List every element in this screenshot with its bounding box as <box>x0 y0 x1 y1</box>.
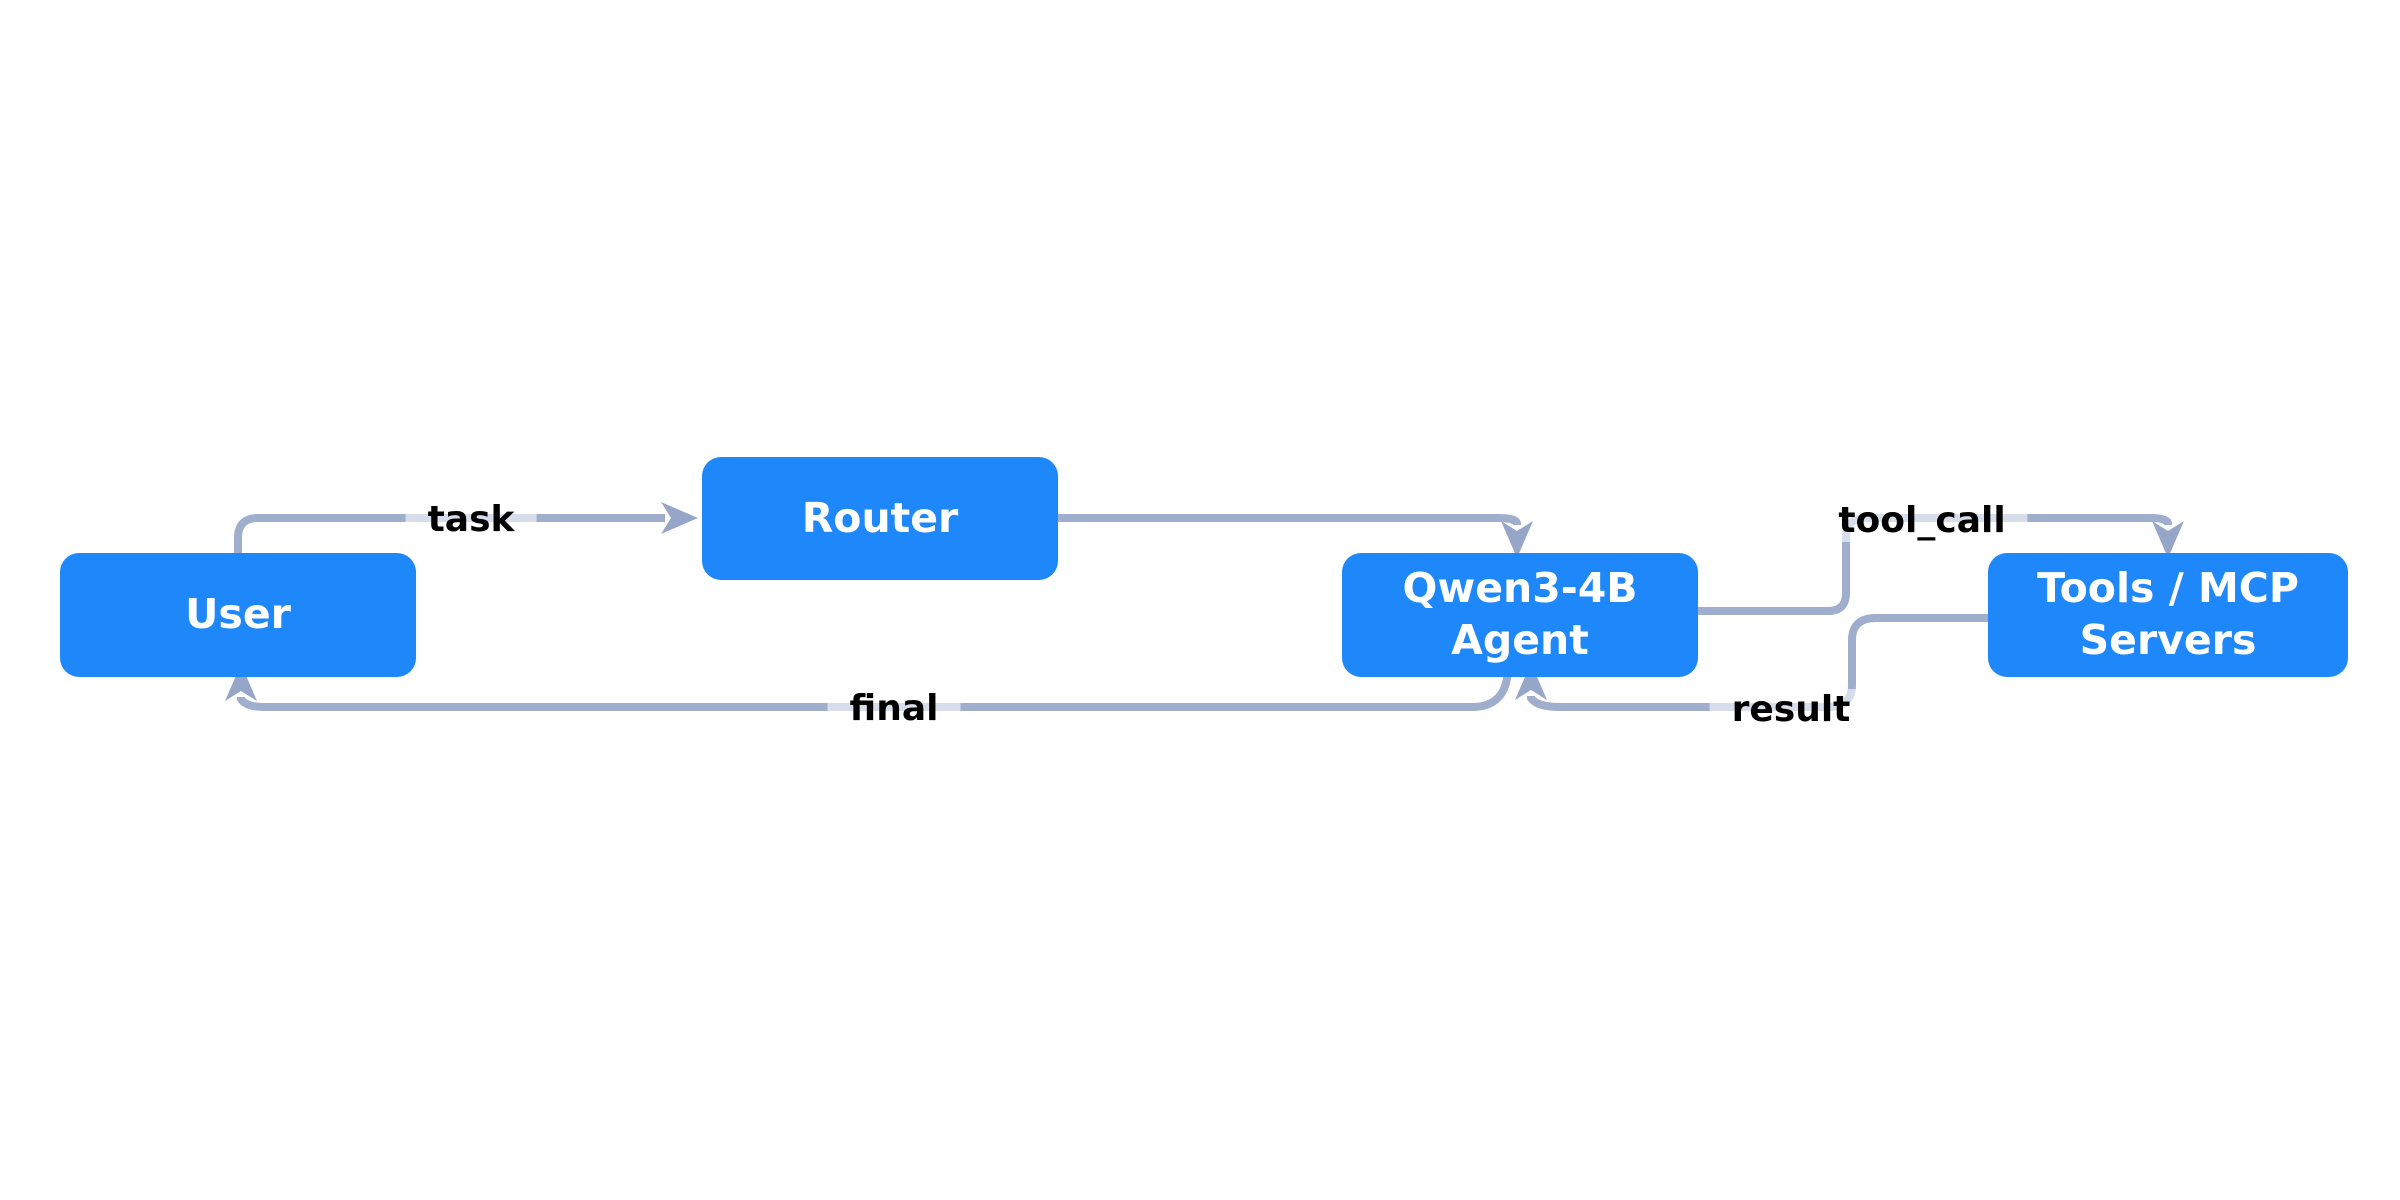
node-user-label: User <box>185 590 291 639</box>
node-agent-label-line1: Qwen3-4B <box>1402 564 1638 613</box>
edge-label-result: result <box>1709 689 1873 731</box>
node-tools-label-line2: Servers <box>2079 616 2257 664</box>
edge-task <box>234 502 698 558</box>
node-user: User <box>60 553 416 677</box>
node-router: Router <box>702 457 1058 580</box>
edge-final <box>225 662 1512 711</box>
edge-router-to-agent <box>1058 514 1533 558</box>
edge-label-final: final <box>827 688 961 730</box>
node-router-label: Router <box>801 493 959 542</box>
edge-label-tool-call: tool_call <box>1816 500 2028 542</box>
node-agent-label-line2: Agent <box>1451 616 1589 664</box>
node-agent: Qwen3-4B Agent <box>1342 553 1698 677</box>
node-tools: Tools / MCP Servers <box>1988 553 2348 677</box>
edge-label-task: task <box>405 499 537 541</box>
node-tools-label-line1: Tools / MCP <box>2037 564 2299 613</box>
